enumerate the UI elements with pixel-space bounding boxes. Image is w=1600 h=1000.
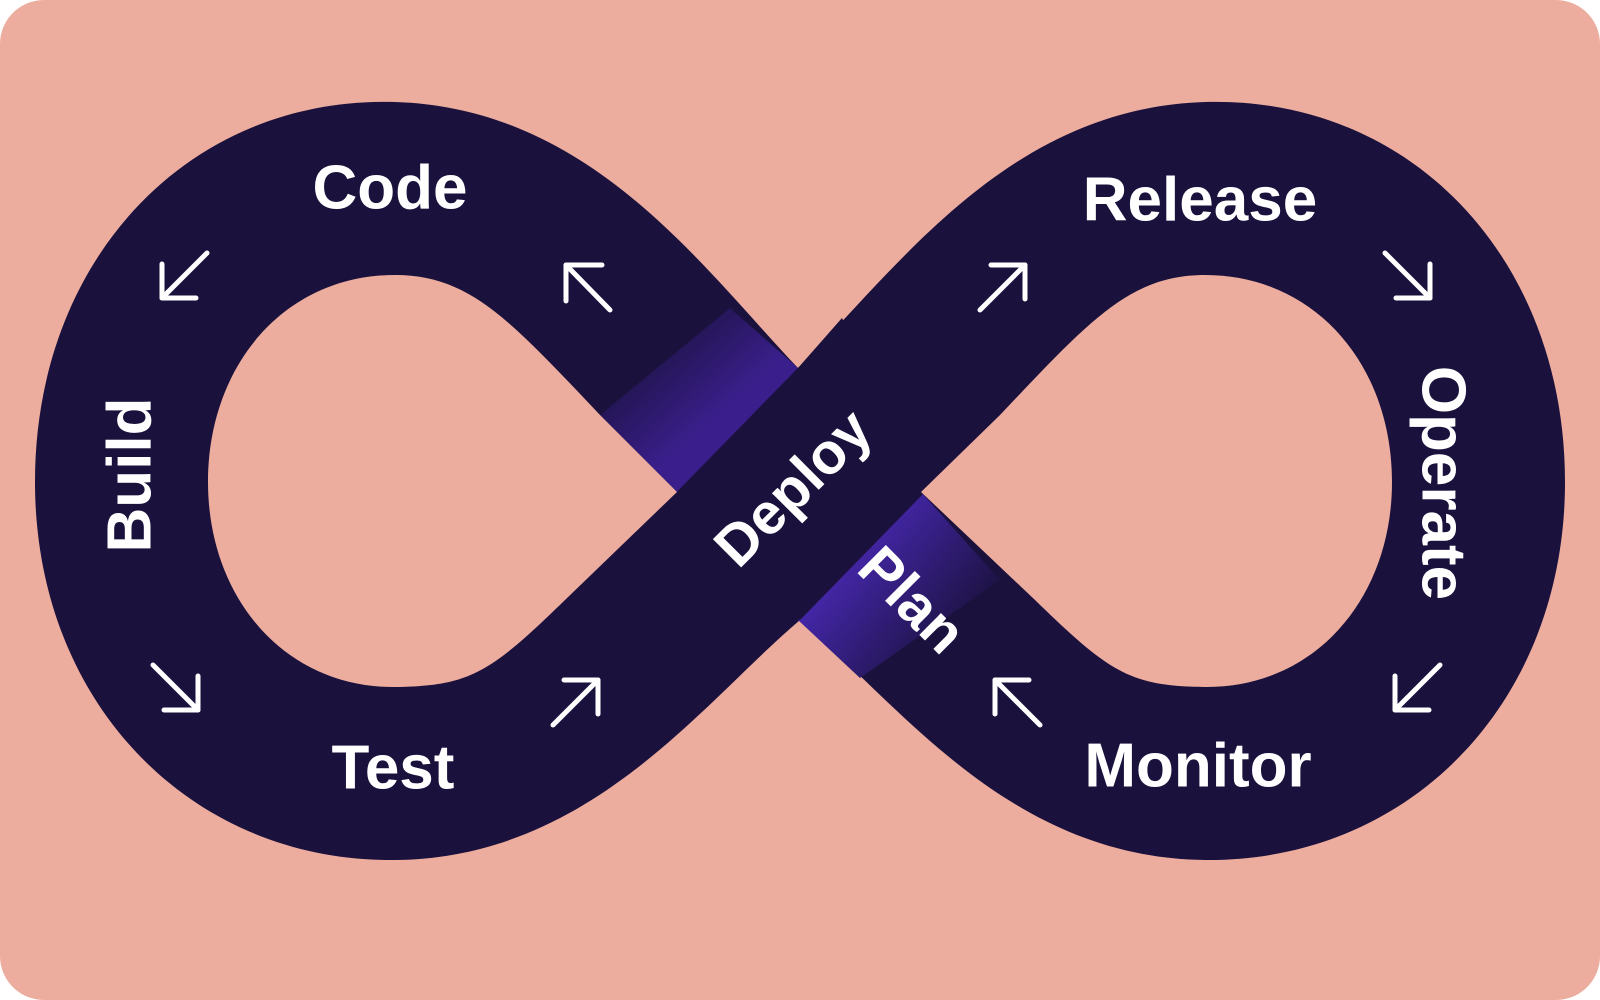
stage-test-label: Test [332,734,455,803]
right-loop-hole [921,275,1392,688]
band-crossing-strand [620,318,925,620]
arrow-icon [550,677,601,728]
band-highlight-upper [600,308,798,492]
arrow-icon [1382,250,1433,301]
arrow-icon [992,677,1043,728]
stage-operate-label: Operate [1409,366,1478,600]
band-highlight-lower [798,492,1000,678]
arrow-icon [1392,662,1443,713]
arrow-icon [977,262,1028,313]
arrow-icon [150,662,201,713]
stage-monitor-label: Monitor [1084,732,1311,801]
left-loop-hole [208,275,677,688]
arrow-icon [159,250,210,301]
stage-release-label: Release [1083,166,1317,235]
stage-build-label: Build [96,398,165,553]
stage-code-label: Code [313,154,468,223]
arrow-icon [563,262,613,313]
